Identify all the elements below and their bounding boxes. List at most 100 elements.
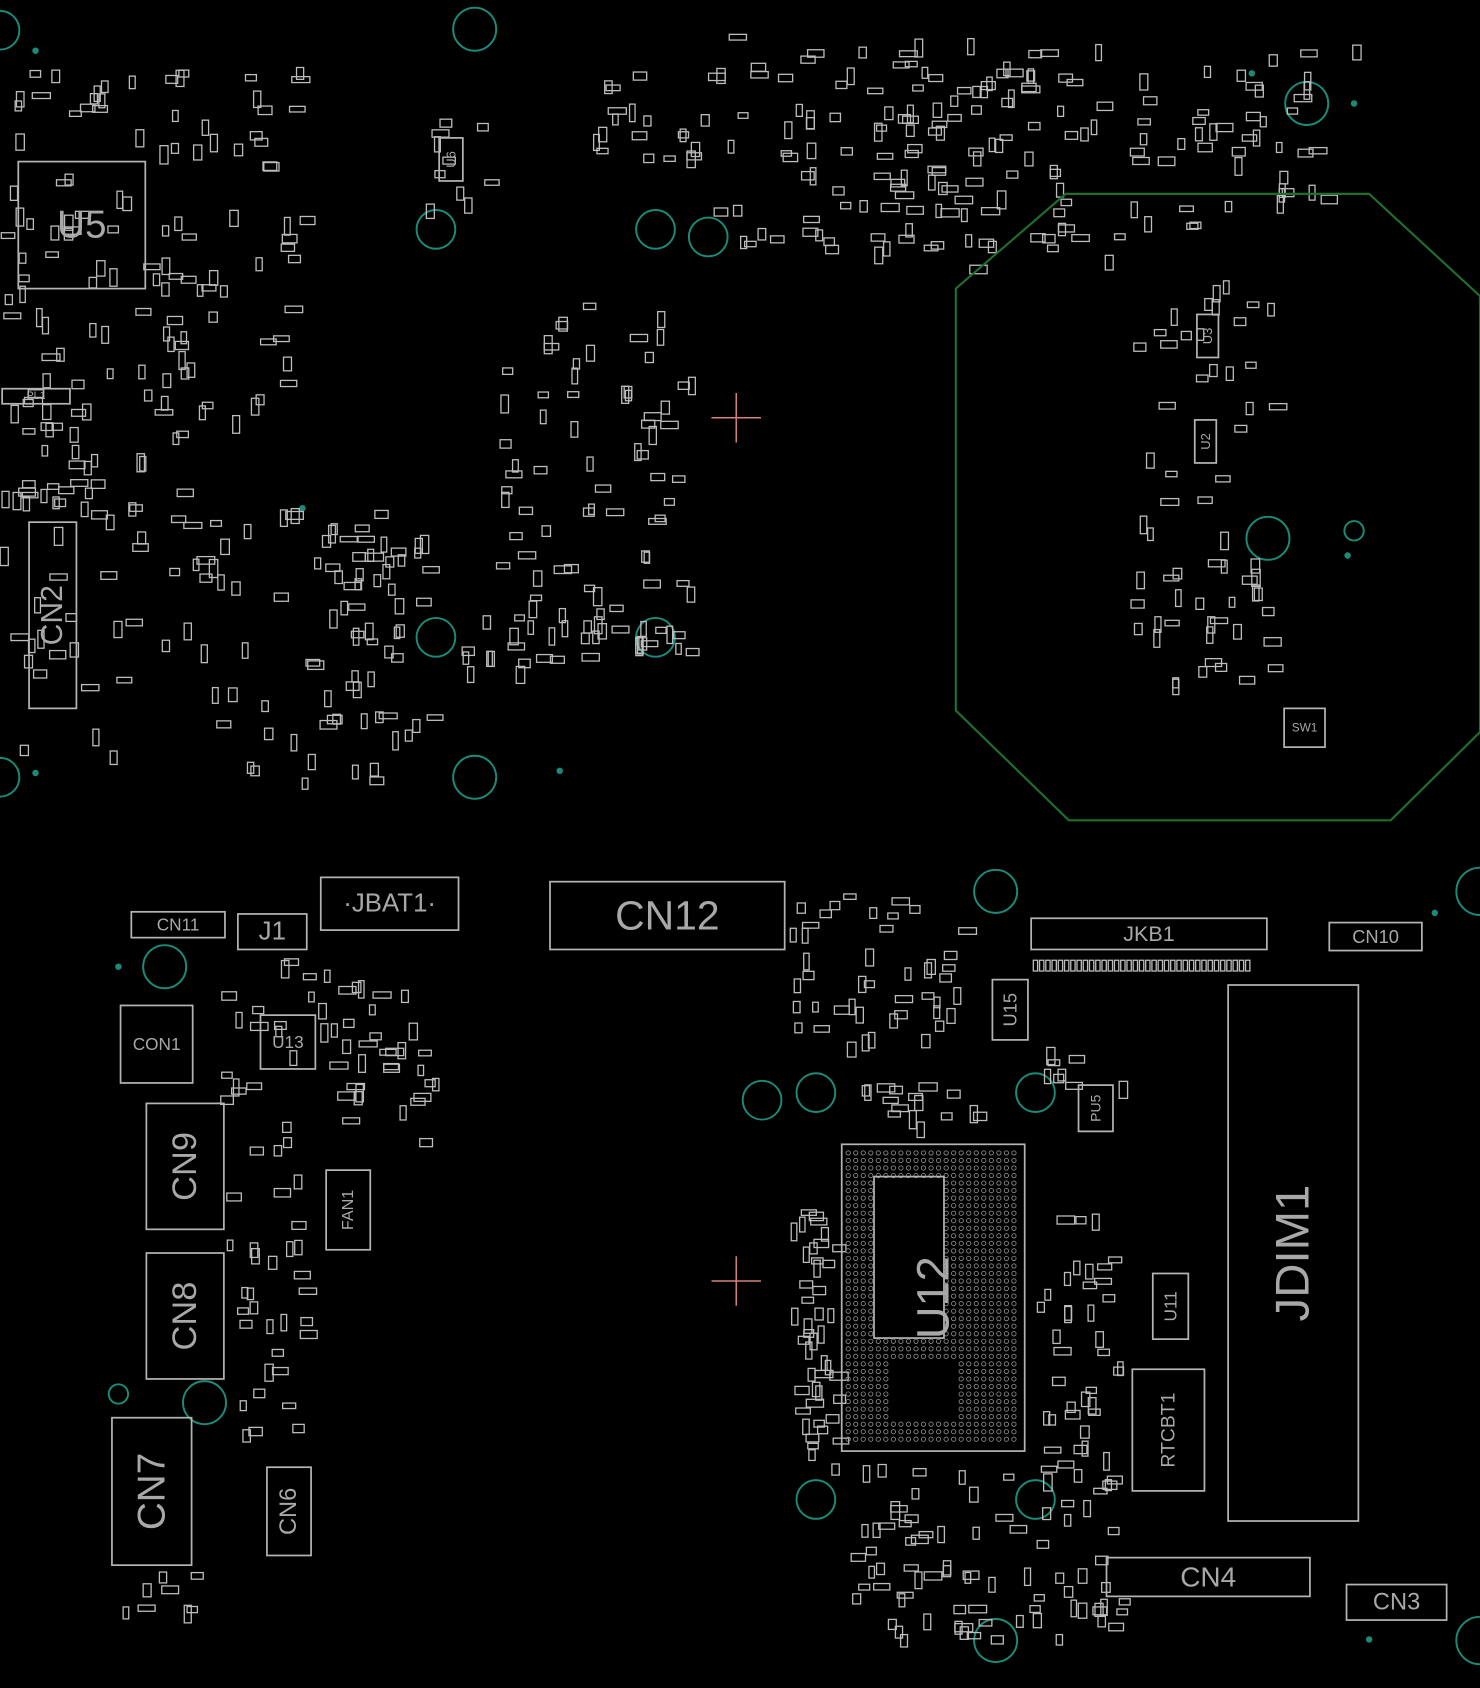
component-u12[interactable]: U12 (840, 1143, 1026, 1452)
bga-ball (958, 1406, 964, 1412)
smd-pad (502, 367, 514, 376)
component-pu5[interactable]: PU5 (1077, 1084, 1114, 1133)
bga-ball (1003, 1263, 1009, 1269)
smd-pad (56, 347, 65, 362)
smd-pad (414, 537, 424, 554)
component-cn4[interactable]: CN4 (1105, 1556, 1311, 1598)
component-cn9[interactable]: CN9 (145, 1102, 225, 1231)
component-sw1[interactable]: SW1 (1283, 707, 1326, 748)
smd-pad (249, 131, 263, 141)
component-cn2[interactable]: CN2 (28, 521, 78, 710)
smd-pad (539, 409, 547, 425)
smd-pad (978, 1618, 993, 1627)
smd-pad (805, 1398, 825, 1408)
bga-ball (868, 1195, 874, 1201)
component-cn10[interactable]: CN10 (1328, 921, 1423, 952)
smd-pad (1079, 1425, 1090, 1439)
component-u5[interactable]: U5 (17, 160, 147, 290)
smd-pad (1293, 93, 1313, 103)
bga-ball (996, 1361, 1002, 1367)
component-outline (1283, 707, 1326, 748)
smd-pad (795, 103, 803, 118)
mounting-hole (452, 6, 498, 52)
smd-pad (583, 584, 596, 593)
bga-ball (853, 1383, 859, 1390)
bga-ball (996, 1210, 1002, 1216)
smd-pad (208, 558, 219, 579)
bga-ball (966, 1285, 972, 1292)
bga-ball (913, 1172, 919, 1179)
component-u6[interactable]: U6 (438, 137, 464, 182)
bga-ball (845, 1210, 851, 1216)
component-jbat1[interactable]: ·JBAT1· (319, 876, 460, 931)
component-cn11[interactable]: CN11 (130, 910, 226, 939)
component-u15[interactable]: U15 (991, 978, 1029, 1041)
bga-ball (981, 1346, 987, 1352)
smd-pad (19, 744, 30, 757)
smd-pad (1023, 1567, 1032, 1587)
bga-ball (868, 1203, 874, 1209)
smd-pad (794, 1385, 810, 1396)
smd-pad (1238, 959, 1245, 972)
smd-pad (846, 67, 855, 86)
bga-ball (905, 1165, 912, 1171)
smd-pad (1094, 1277, 1113, 1285)
smd-pad (947, 113, 962, 122)
component-cn8[interactable]: CN8 (145, 1252, 225, 1380)
component-u2[interactable]: U2 (1193, 419, 1218, 464)
smd-pad (1241, 575, 1258, 585)
bga-ball (868, 1293, 874, 1299)
component-fan1[interactable]: FAN1 (325, 1169, 372, 1251)
bga-ball (905, 1421, 912, 1427)
via (1350, 100, 1358, 107)
mounting-hole (415, 209, 457, 250)
component-jdim1[interactable]: JDIM1 (1227, 984, 1360, 1522)
smd-pad (89, 322, 97, 338)
component-con1[interactable]: CON1 (119, 1004, 194, 1084)
component-jkb1[interactable]: JKB1 (1030, 917, 1268, 951)
bga-ball (928, 1421, 934, 1427)
component-j1[interactable]: J1 (237, 913, 308, 951)
component-outline (1193, 419, 1218, 464)
smd-pad (1070, 1599, 1078, 1618)
smd-pad (528, 600, 538, 619)
bga-ball (958, 1301, 964, 1307)
bga-ball (1003, 1353, 1009, 1359)
bga-ball (883, 1406, 889, 1412)
smd-pad (813, 1419, 825, 1428)
smd-pad (1192, 116, 1206, 125)
smd-pad (196, 284, 204, 297)
smd-pad (1003, 1473, 1015, 1481)
smd-pad (1066, 1401, 1076, 1414)
smd-pad (1308, 146, 1328, 155)
bga-ball (860, 1240, 866, 1246)
smd-pad (9, 185, 19, 201)
smd-pad (867, 1031, 876, 1049)
smd-pad (487, 650, 496, 668)
bga-ball (845, 1218, 851, 1224)
component-cn3[interactable]: CN3 (1345, 1583, 1448, 1621)
component-rtcbt1[interactable]: RTCBT1 (1131, 1368, 1206, 1492)
smd-pad (863, 980, 876, 989)
smd-pad (1215, 475, 1231, 483)
smd-pad (285, 1241, 294, 1258)
smd-pad (1053, 1073, 1065, 1084)
component-pl1[interactable]: PL1 (1, 387, 71, 405)
bga-ball (951, 1308, 957, 1314)
smd-pad (1234, 156, 1243, 176)
bga-ball (943, 1172, 949, 1179)
smd-pad (45, 251, 59, 259)
bga-ball (928, 1165, 934, 1171)
smd-pad (894, 191, 915, 200)
smd-pad (1195, 597, 1205, 610)
bga-ball (988, 1436, 994, 1442)
smd-pad (876, 152, 894, 160)
component-cn6[interactable]: CN6 (266, 1466, 312, 1557)
smd-pad (390, 547, 407, 557)
component-cn7[interactable]: CN7 (111, 1416, 193, 1567)
component-u11[interactable]: U11 (1151, 1272, 1190, 1340)
component-u13[interactable]: U13 (259, 1014, 317, 1070)
component-cn12[interactable]: CN12 (549, 880, 786, 951)
component-u3[interactable]: U3 (1196, 313, 1220, 359)
bga-ball (853, 1165, 859, 1171)
